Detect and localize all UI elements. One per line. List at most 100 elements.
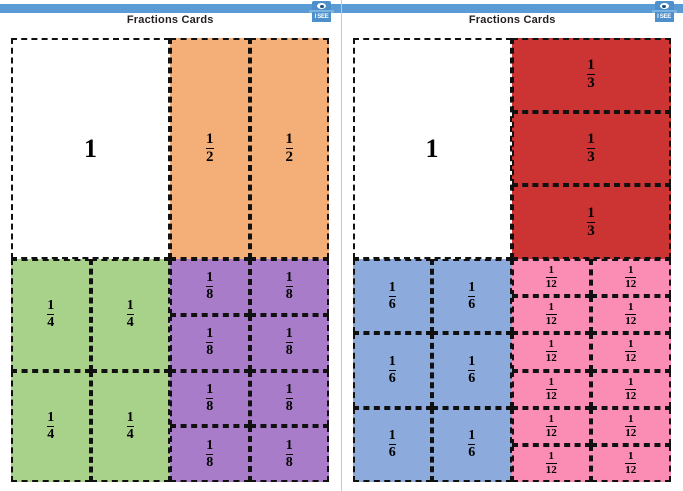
fraction-one-eighth: 1 8: [285, 437, 293, 470]
numerator: 1: [285, 437, 293, 453]
fraction-one-eighth: 1 8: [206, 438, 214, 470]
denominator: 12: [545, 425, 557, 439]
numerator: 1: [388, 279, 396, 295]
fraction-one-twelfth: 1 12: [625, 376, 637, 402]
numerator: 1: [548, 338, 555, 351]
cell-sixth[interactable]: 1 6: [352, 407, 432, 482]
cell-sixth[interactable]: 1 6: [352, 259, 432, 334]
cell-half-1[interactable]: 1 2: [170, 38, 250, 259]
fraction-one-sixth: 1 6: [388, 353, 396, 386]
fraction-one-sixth: 1 6: [468, 429, 476, 461]
denominator: 4: [126, 314, 134, 331]
cell-eighth[interactable]: 1 8: [170, 314, 250, 371]
eye-pupil-icon: [319, 4, 324, 8]
fraction-one-third: 1 3: [587, 132, 595, 165]
fraction-one-twelfth: 1 12: [545, 338, 557, 364]
denominator: 6: [468, 444, 476, 461]
cell-eighth[interactable]: 1 8: [249, 259, 329, 315]
cell-twelfth[interactable]: 1 12: [511, 259, 591, 297]
cell-twelfth[interactable]: 1 12: [511, 333, 591, 371]
denominator: 12: [545, 314, 557, 328]
cell-whole-left[interactable]: 1: [11, 38, 170, 259]
numerator: 1: [206, 326, 214, 342]
numerator: 1: [628, 301, 634, 314]
cell-twelfth[interactable]: 1 12: [511, 296, 591, 334]
cell-half-2[interactable]: 1 2: [249, 38, 329, 259]
twelfths-column-2: 1 12 1 12 1 12: [591, 259, 671, 483]
eighths-column-2: 1 8 1 8 1 8: [249, 259, 329, 482]
fraction-one-twelfth: 1 12: [625, 413, 637, 439]
denominator: 12: [625, 314, 637, 328]
numerator: 1: [548, 449, 555, 462]
logo-bar-shape: [309, 10, 334, 13]
numerator: 1: [388, 353, 396, 369]
row-whole-and-thirds: 1 1 3 1 3: [352, 38, 671, 260]
denominator: 6: [388, 295, 396, 312]
numerator: 1: [388, 428, 396, 444]
quarters-column-2: 1 4 1 4: [90, 259, 170, 482]
page-title-left: Fractions Cards: [126, 14, 214, 26]
cell-quarter[interactable]: 1 4: [90, 370, 170, 482]
cell-third[interactable]: 1 3: [511, 185, 671, 260]
cell-twelfth[interactable]: 1 12: [511, 370, 591, 408]
cell-eighth[interactable]: 1 8: [170, 426, 250, 482]
numerator: 1: [285, 326, 293, 342]
denominator: 12: [625, 277, 637, 291]
cell-twelfth[interactable]: 1 12: [591, 407, 671, 445]
numerator: 1: [587, 204, 595, 221]
cell-sixth[interactable]: 1 6: [432, 407, 512, 482]
numerator: 1: [126, 409, 134, 425]
cell-eighth[interactable]: 1 8: [249, 426, 329, 482]
cell-whole-right[interactable]: 1: [352, 38, 512, 259]
cell-eighth[interactable]: 1 8: [249, 314, 329, 371]
cell-twelfth[interactable]: 1 12: [591, 370, 671, 408]
cell-sixth[interactable]: 1 6: [432, 259, 512, 334]
cell-third[interactable]: 1 3: [511, 111, 671, 186]
cell-quarter[interactable]: 1 4: [11, 370, 91, 482]
cell-twelfth[interactable]: 1 12: [511, 444, 591, 483]
i-see-logo-right: I SEE: [651, 0, 677, 22]
fraction-one-quarter: 1 4: [126, 299, 134, 331]
cell-twelfth[interactable]: 1 12: [591, 296, 671, 334]
fraction-one-sixth: 1 6: [388, 428, 396, 460]
fraction-one-twelfth: 1 12: [545, 449, 557, 476]
denominator: 8: [285, 286, 293, 303]
cell-twelfth[interactable]: 1 12: [591, 333, 671, 371]
cell-sixth[interactable]: 1 6: [432, 333, 512, 408]
sixths-column-1: 1 6 1 6 1 6: [352, 259, 432, 482]
cell-third[interactable]: 1 3: [511, 38, 671, 112]
cell-twelfth[interactable]: 1 12: [511, 407, 591, 445]
numerator: 1: [468, 353, 476, 369]
row-whole-and-halves: 1 1 2 1 2: [11, 38, 329, 259]
cell-eighth[interactable]: 1 8: [170, 259, 250, 315]
fraction-one-sixth: 1 6: [468, 353, 476, 386]
denominator: 3: [587, 221, 595, 239]
fraction-one-twelfth: 1 12: [545, 302, 557, 328]
cell-eighth[interactable]: 1 8: [170, 370, 250, 427]
denominator: 2: [285, 148, 293, 165]
fraction-one-eighth: 1 8: [285, 326, 293, 358]
numerator: 1: [47, 409, 55, 425]
cell-sixth[interactable]: 1 6: [352, 333, 432, 408]
numerator: 1: [628, 264, 634, 277]
card-divider: [340, 0, 342, 491]
cell-twelfth[interactable]: 1 12: [591, 444, 671, 483]
cell-quarter[interactable]: 1 4: [11, 259, 91, 371]
numerator: 1: [587, 57, 595, 74]
denominator: 6: [468, 369, 476, 386]
numerator: 1: [587, 131, 595, 147]
fraction-card-left: Fractions Cards I SEE 1 1 2: [0, 0, 341, 491]
denominator: 12: [625, 351, 637, 365]
fraction-one-twelfth: 1 12: [625, 449, 637, 476]
numerator: 1: [548, 375, 555, 388]
page-title-right: Fractions Cards: [468, 14, 556, 26]
cell-quarter[interactable]: 1 4: [90, 259, 170, 371]
eighths-column-1: 1 8 1 8 1 8: [170, 259, 250, 482]
cell-eighth[interactable]: 1 8: [249, 370, 329, 427]
numerator: 1: [206, 381, 214, 397]
cell-twelfth[interactable]: 1 12: [591, 259, 671, 297]
numerator: 1: [206, 270, 214, 286]
sixths-column-2: 1 6 1 6 1 6: [432, 259, 512, 482]
numerator: 1: [628, 449, 634, 462]
fraction-one-eighth: 1 8: [206, 326, 214, 358]
